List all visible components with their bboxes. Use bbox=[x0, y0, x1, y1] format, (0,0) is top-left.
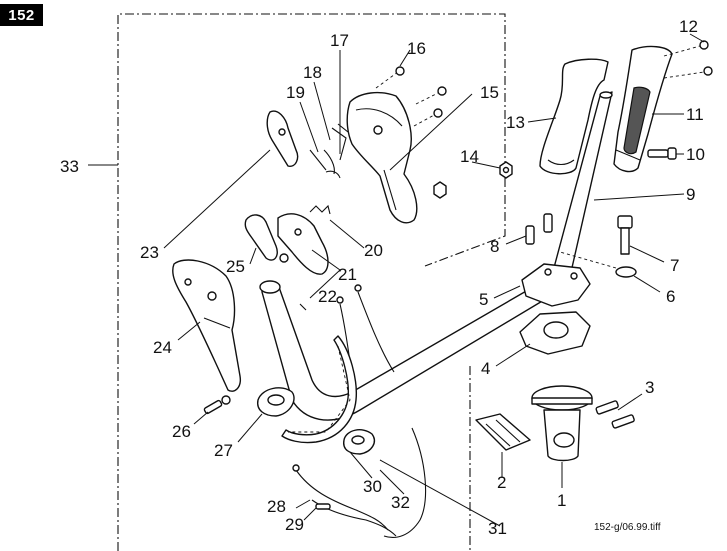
rubber-pad-2 bbox=[475, 413, 531, 451]
callout-19: 19 bbox=[286, 83, 305, 102]
callout-18: 18 bbox=[303, 63, 322, 82]
rear-grip bbox=[539, 58, 609, 175]
nut-14 bbox=[499, 161, 513, 179]
throttle-cables-22 bbox=[299, 284, 395, 393]
callout-31: 31 bbox=[488, 519, 507, 538]
leader-lines bbox=[163, 33, 705, 527]
trigger-lever-23 bbox=[266, 110, 299, 167]
callout-11: 11 bbox=[686, 105, 704, 124]
callout-24: 24 bbox=[153, 338, 172, 357]
callout-6: 6 bbox=[666, 287, 675, 306]
corrugated-hose-30 bbox=[281, 335, 358, 444]
callout-20: 20 bbox=[364, 241, 383, 260]
washer-6 bbox=[615, 266, 637, 278]
callout-9: 9 bbox=[686, 185, 695, 204]
grip-housing bbox=[613, 45, 673, 173]
screws-8 bbox=[525, 213, 553, 245]
callout-30: 30 bbox=[363, 477, 382, 496]
screw-12-upper bbox=[663, 40, 709, 57]
callout-10: 10 bbox=[686, 145, 705, 164]
bolt-7 bbox=[617, 215, 633, 255]
clamp-top-5 bbox=[521, 263, 591, 307]
file-reference: 152-g/06.99.tiff bbox=[594, 522, 661, 533]
callout-25: 25 bbox=[226, 257, 245, 276]
cable-31 bbox=[383, 427, 427, 538]
callout-21: 21 bbox=[338, 265, 357, 284]
nut-14-front bbox=[433, 181, 447, 199]
page-number-badge: 152 bbox=[0, 4, 43, 26]
gear-housing-1 bbox=[531, 385, 593, 462]
callout-26: 26 bbox=[172, 422, 191, 441]
callout-13: 13 bbox=[506, 113, 525, 132]
screw-16-set bbox=[375, 66, 447, 127]
callout-3: 3 bbox=[645, 378, 654, 397]
callout-33: 33 bbox=[60, 157, 79, 176]
callout-8: 8 bbox=[490, 237, 499, 256]
callout-17: 17 bbox=[330, 31, 349, 50]
callout-23: 23 bbox=[140, 243, 159, 262]
callout-27: 27 bbox=[214, 441, 233, 460]
screw-26 bbox=[203, 395, 231, 415]
clip-32 bbox=[343, 429, 376, 455]
spring-20 bbox=[309, 204, 331, 215]
lock-lever-25 bbox=[244, 214, 289, 263]
screw-10 bbox=[647, 147, 677, 160]
callout-16: 16 bbox=[407, 39, 426, 58]
wires-28-29 bbox=[292, 464, 397, 537]
callout-12: 12 bbox=[679, 17, 698, 36]
assembly-boundary-frame bbox=[117, 13, 506, 551]
callout-22: 22 bbox=[318, 287, 337, 306]
throttle-lever-21 bbox=[277, 213, 329, 275]
callout-14: 14 bbox=[460, 147, 479, 166]
callout-1: 1 bbox=[557, 491, 566, 510]
callout-15: 15 bbox=[480, 83, 499, 102]
throttle-housing-15 bbox=[346, 91, 418, 224]
front-handle-housing-24 bbox=[172, 259, 242, 392]
springs-17-18-19 bbox=[309, 123, 349, 179]
callout-5: 5 bbox=[479, 290, 488, 309]
clamp-27 bbox=[257, 387, 295, 417]
callout-4: 4 bbox=[481, 359, 490, 378]
screws-3 bbox=[595, 400, 635, 429]
callout-29: 29 bbox=[285, 515, 304, 534]
callout-7: 7 bbox=[670, 256, 679, 275]
screw-12-lower bbox=[663, 66, 713, 79]
callout-2: 2 bbox=[497, 473, 506, 492]
clamp-bottom-4 bbox=[519, 311, 591, 355]
callout-32: 32 bbox=[391, 493, 410, 512]
callout-labels: 1 2 3 4 5 6 7 8 9 10 11 12 13 14 15 16 1… bbox=[60, 17, 705, 538]
callout-28: 28 bbox=[267, 497, 286, 516]
